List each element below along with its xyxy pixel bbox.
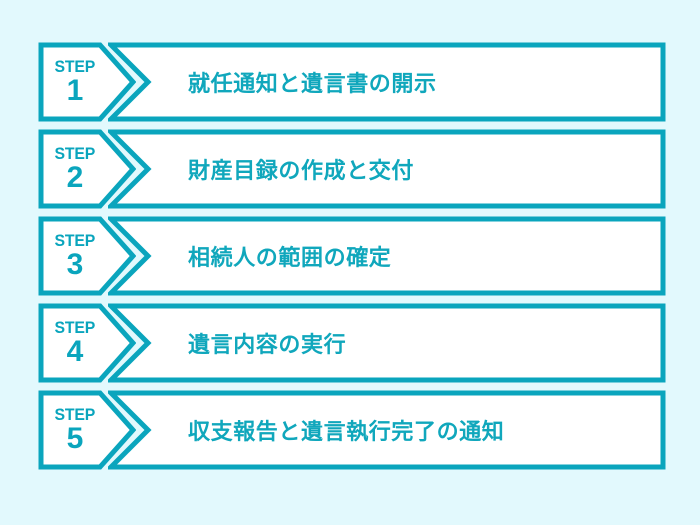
step-row: STEP 2 財産目録の作成と交付 (38, 129, 666, 209)
pentagon-shape-icon (38, 303, 136, 383)
notched-box-shape-icon (108, 42, 666, 122)
pentagon-shape-icon (38, 216, 136, 296)
step-row: STEP 4 遺言内容の実行 (38, 303, 666, 383)
step-row: STEP 3 相続人の範囲の確定 (38, 216, 666, 296)
notched-box-shape-icon (108, 129, 666, 209)
pentagon-shape-icon (38, 390, 136, 470)
step-body: 遺言内容の実行 (108, 303, 666, 383)
notched-box-shape-icon (108, 303, 666, 383)
pentagon-shape-icon (38, 129, 136, 209)
notched-box-shape-icon (108, 390, 666, 470)
step-body: 収支報告と遺言執行完了の通知 (108, 390, 666, 470)
step-body: 相続人の範囲の確定 (108, 216, 666, 296)
step-row: STEP 1 就任通知と遺言書の開示 (38, 42, 666, 122)
step-body: 財産目録の作成と交付 (108, 129, 666, 209)
step-body: 就任通知と遺言書の開示 (108, 42, 666, 122)
notched-box-shape-icon (108, 216, 666, 296)
pentagon-shape-icon (38, 42, 136, 122)
step-row: STEP 5 収支報告と遺言執行完了の通知 (38, 390, 666, 470)
